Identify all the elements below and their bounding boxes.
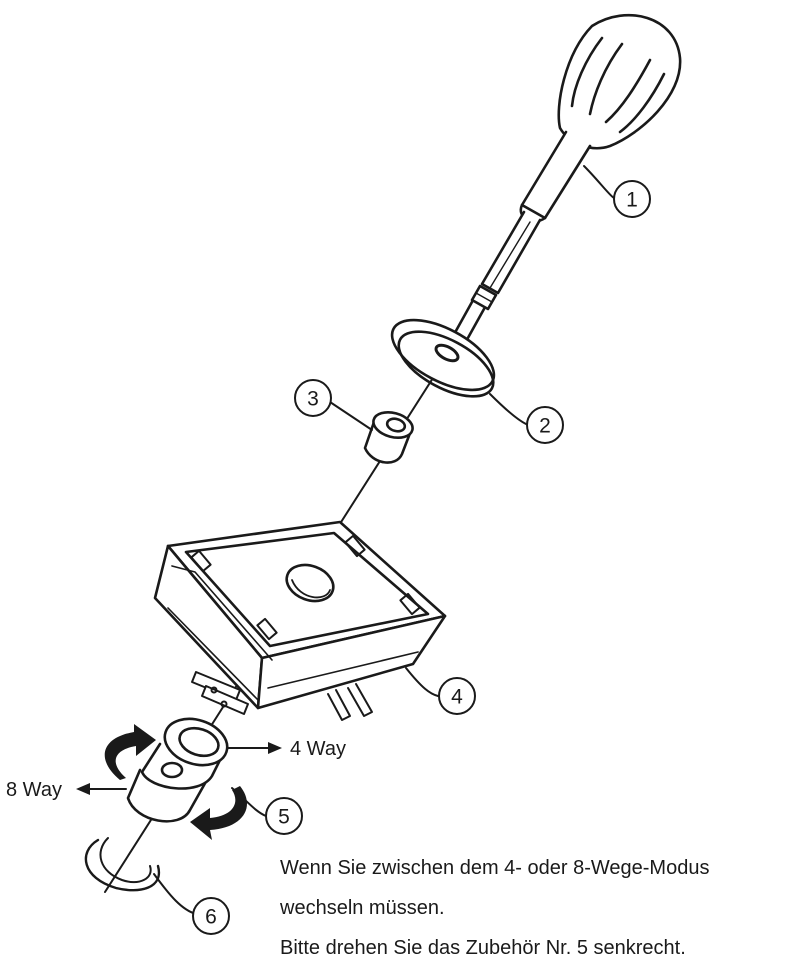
four-way-label: 4 Way: [290, 738, 346, 760]
part-1-handle: [450, 13, 682, 347]
callout-number-5: 5: [278, 806, 290, 829]
callout-circle-2: [526, 406, 564, 444]
part-2-dust-washer: [390, 318, 496, 398]
part-3-bushing: [363, 411, 414, 464]
eight-way-label: 8 Way: [6, 779, 62, 801]
callout-circle-6: [192, 897, 230, 935]
callout-number-3: 3: [307, 388, 319, 411]
note-line-1: Wenn Sie zwischen dem 4- oder 8-Wege-Mod…: [280, 857, 710, 879]
callout-number-6: 6: [205, 906, 217, 929]
callout-circle-5: [265, 797, 303, 835]
part-5-restrictor: [126, 717, 229, 823]
eight-way-arrow-head: [76, 783, 90, 795]
callout-circle-1: [613, 180, 651, 218]
note-line-2: wechseln müssen.: [280, 897, 445, 919]
note-line-3: Bitte drehen Sie das Zubehör Nr. 5 senkr…: [280, 937, 686, 959]
callout-circle-4: [438, 677, 476, 715]
part-6-e-clip: [84, 837, 161, 892]
part-4-base-housing: [153, 520, 447, 721]
callout-number-4: 4: [451, 686, 463, 709]
rotation-arrows: [104, 724, 248, 840]
four-way-arrow-head: [268, 742, 282, 754]
callout-circle-3: [294, 379, 332, 417]
callout-number-2: 2: [539, 415, 551, 438]
mode-switch-note: Wenn Sie zwischen dem 4- oder 8-Wege-Mod…: [280, 848, 798, 968]
callout-number-1: 1: [626, 189, 638, 212]
